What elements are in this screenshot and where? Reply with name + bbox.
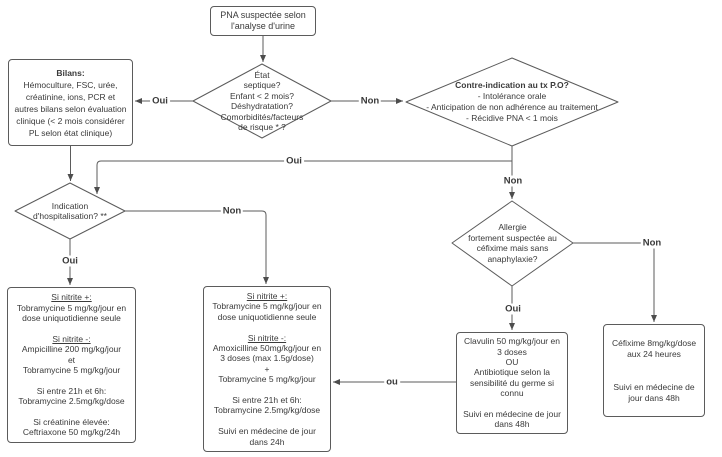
edge-label-oui-tx-hospitalisation: Oui [60, 255, 80, 267]
edge-label-oui-bilans: Oui [150, 95, 170, 107]
edge-label-ou-alternative: ou [384, 376, 400, 388]
decision-allergie-shape [451, 200, 574, 287]
edge-label-oui-hospitalisation: Oui [284, 155, 304, 167]
edge-label-non-tx-ambulatoire: Non [220, 205, 244, 217]
bilans-box: Bilans:Hémoculture, FSC, urée,créatinine… [8, 59, 133, 146]
decision-etat-septique-shape [192, 63, 332, 139]
edge-hospitalisation-non-to-tx-ambulatoire [125, 210, 269, 284]
edge-label-non-contre-indication: Non [358, 95, 382, 107]
edge-contreindication-oui-to-hospitalisation [94, 160, 512, 194]
decision-contre-indication-shape [405, 57, 619, 147]
tx-ambulatoire-box: Si nitrite +:Tobramycine 5 mg/kg/jour en… [203, 286, 331, 452]
decision-contre-indication-text: Contre-indication au tx P.O?- Intoléranc… [426, 80, 598, 123]
decision-hospitalisation-shape [14, 182, 126, 240]
edge-label-oui-clavulin: Oui [503, 303, 523, 315]
edge-label-non-cefixime: Non [640, 237, 664, 249]
edge-label-non-allergie: Non [501, 175, 525, 187]
tx-hospitalisation-box: Si nitrite +:Tobramycine 5 mg/kg/jour en… [7, 287, 136, 443]
edge-allergie-non-to-cefixime [573, 242, 657, 322]
